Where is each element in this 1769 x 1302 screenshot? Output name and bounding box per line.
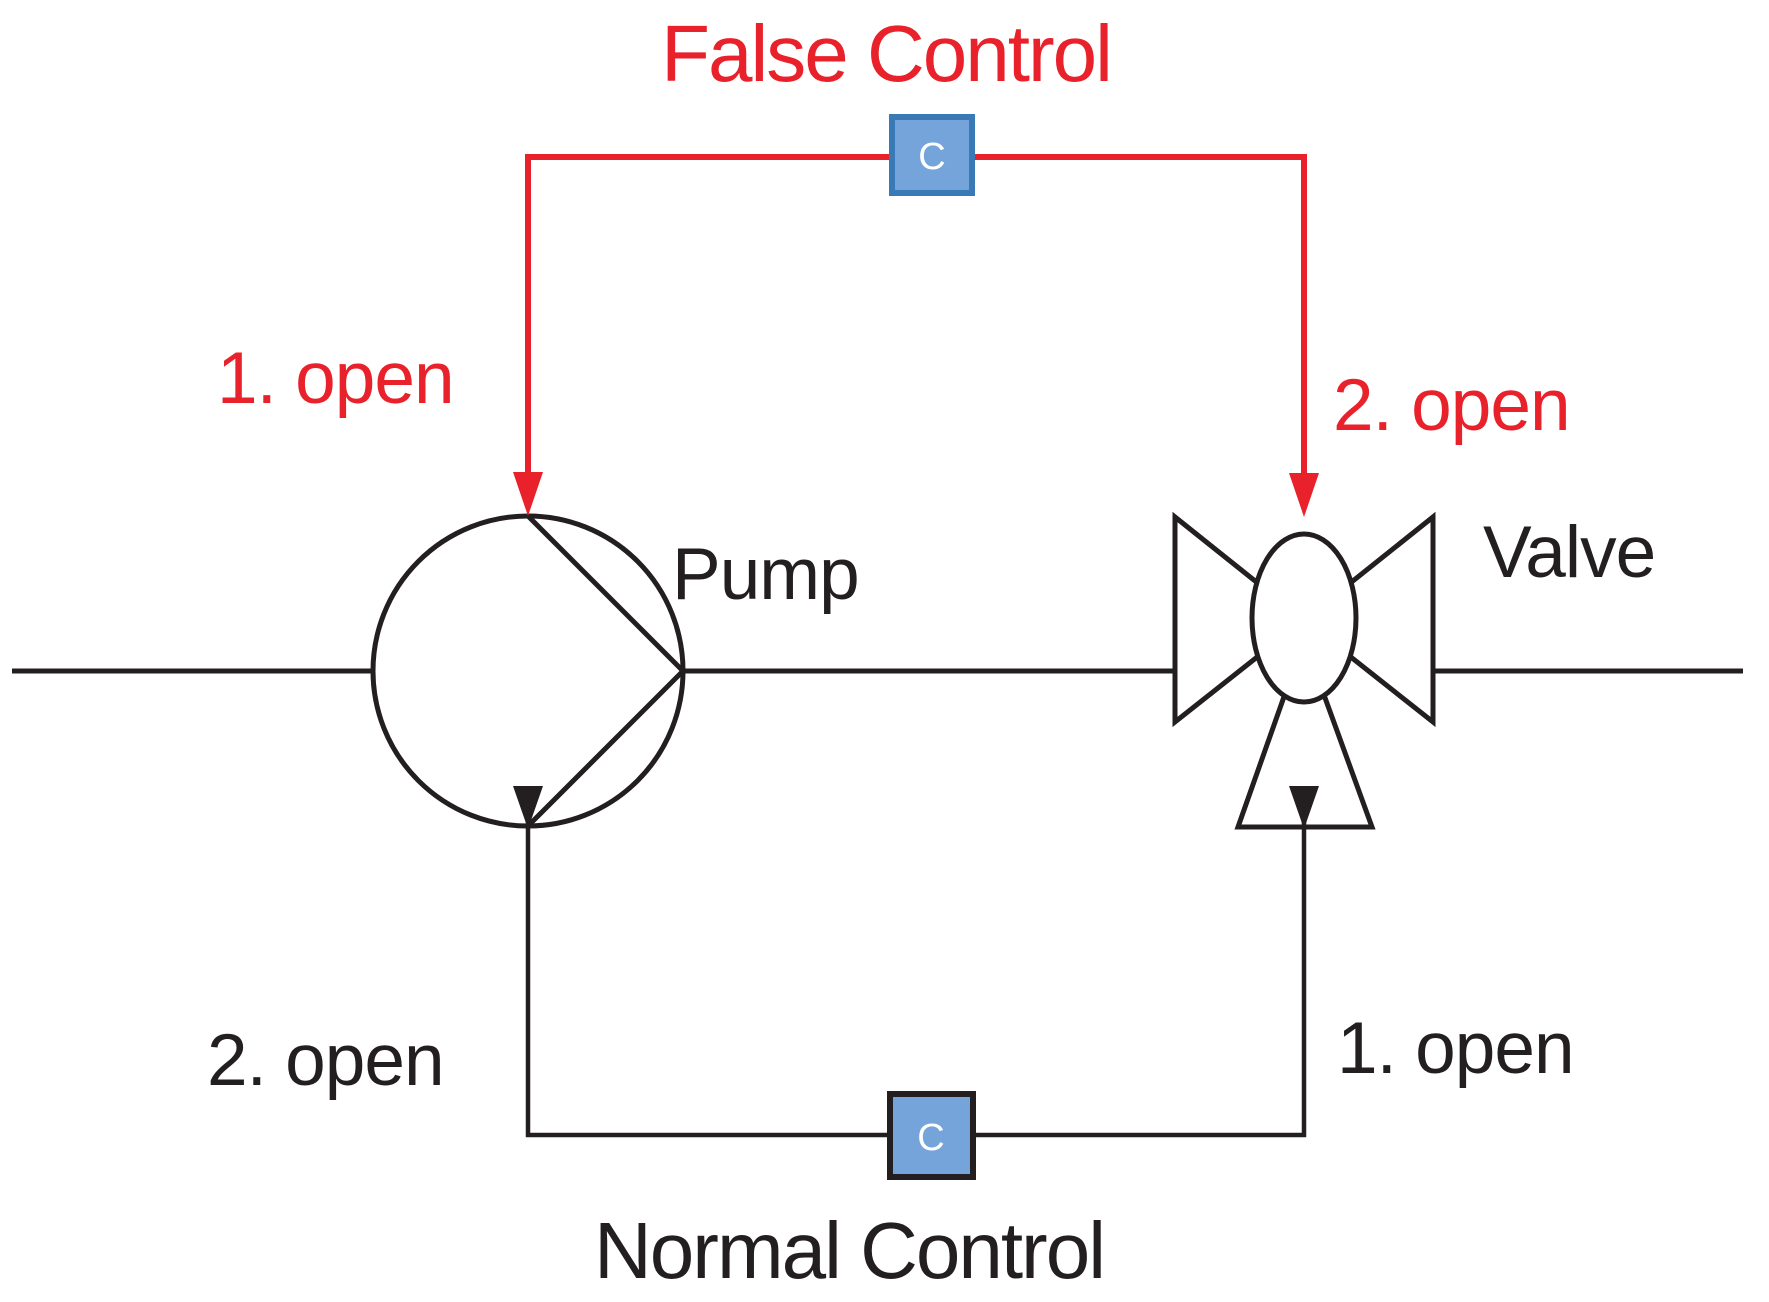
pump-impeller-line-top xyxy=(526,514,685,673)
valve-body-right xyxy=(1299,511,1436,728)
false-control-line xyxy=(525,154,1307,478)
false-control-arrow-valve-icon xyxy=(1289,473,1319,517)
valve-ball xyxy=(1249,531,1359,705)
false-control-title: False Control xyxy=(661,9,1111,98)
false-controller-box xyxy=(889,114,975,196)
normal-control-arrow-pump-icon xyxy=(513,786,543,829)
pump-symbol xyxy=(370,513,686,829)
pump-label: Pump xyxy=(672,534,859,615)
normal-control-title: Normal Control xyxy=(594,1206,1104,1295)
normal-controller-box xyxy=(887,1091,976,1180)
valve-body-left xyxy=(1172,511,1309,728)
normal-step2-label: 2. open xyxy=(207,1020,444,1101)
normal-controller-label: C xyxy=(917,1117,944,1159)
valve-label: Valve xyxy=(1483,512,1655,593)
false-control-arrow-pump-icon xyxy=(513,472,543,516)
normal-control-arrow-valve-icon xyxy=(1289,786,1319,829)
false-controller-label: C xyxy=(918,136,945,178)
normal-control-line xyxy=(525,792,1307,1138)
pump-impeller-line-bottom xyxy=(526,669,685,828)
false-step2-label: 2. open xyxy=(1333,365,1570,446)
normal-step1-label: 1. open xyxy=(1337,1008,1574,1089)
false-step1-label: 1. open xyxy=(217,338,454,419)
